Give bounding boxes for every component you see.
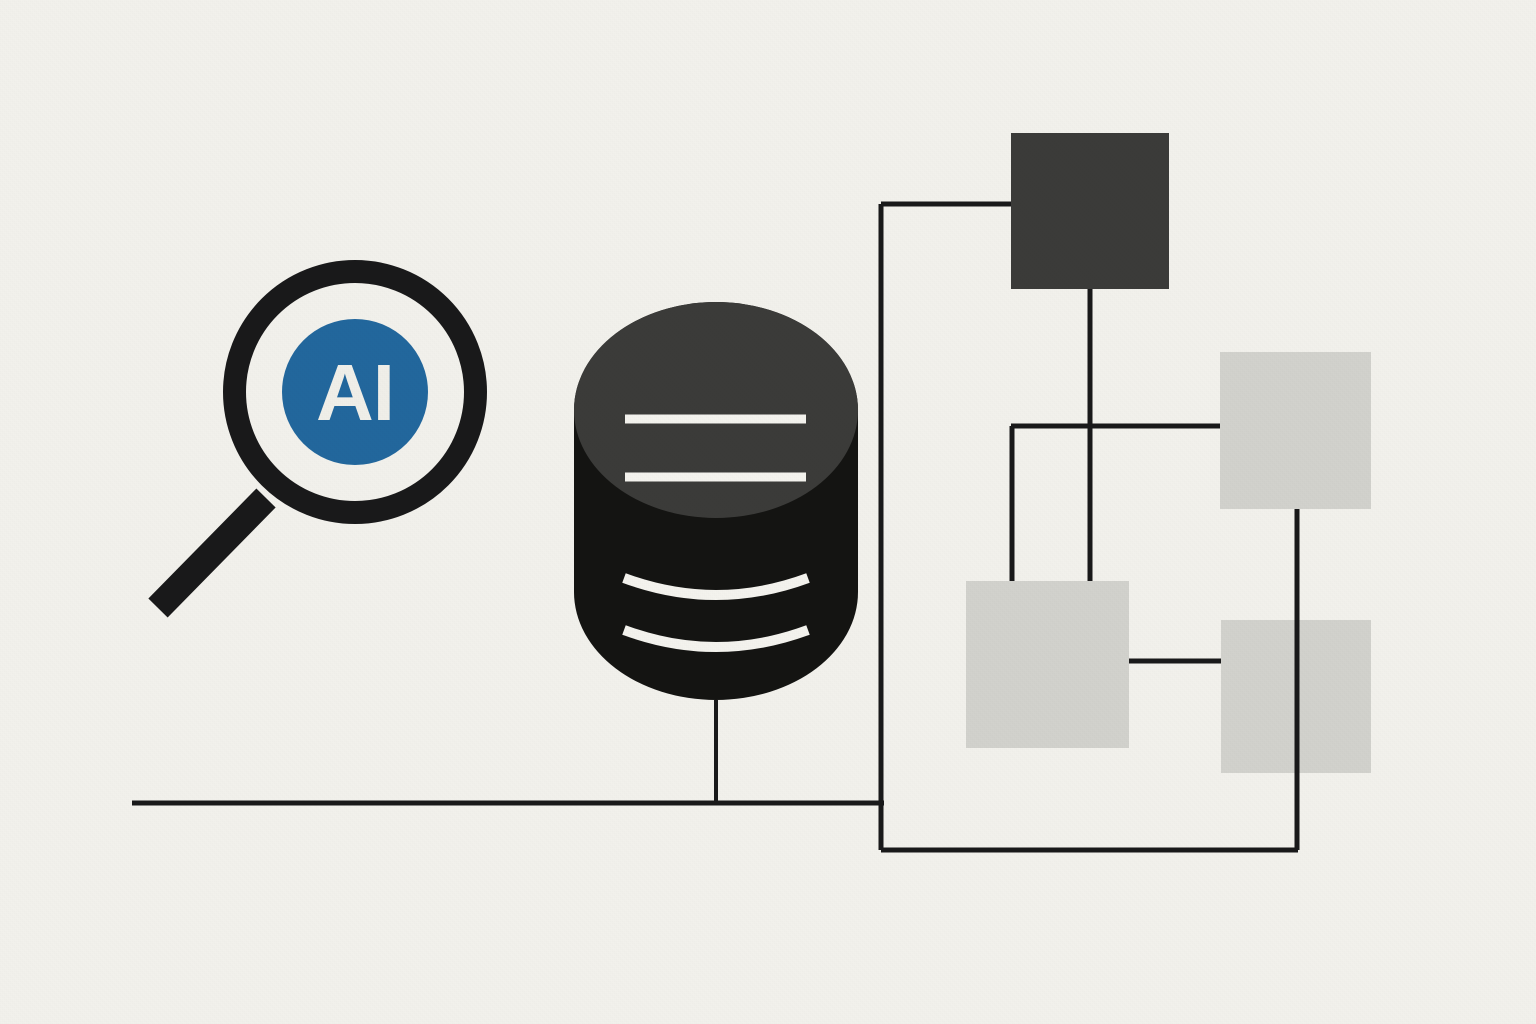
ai-badge-circle <box>282 319 428 465</box>
flowchart-connectors <box>132 201 1298 853</box>
database-cylinder-icon <box>574 302 858 803</box>
database-top-lines <box>625 414 806 482</box>
flow-node-light-right-upper <box>1220 352 1371 509</box>
magnifier-handle-icon <box>148 488 276 618</box>
magnifier-ring-icon <box>223 260 487 524</box>
database-arc-lower <box>622 625 810 652</box>
database-arc-upper <box>622 573 810 600</box>
flow-node-light-left-lower <box>966 581 1129 748</box>
flow-node-dark-primary <box>1011 133 1169 289</box>
database-body-arcs <box>622 573 810 652</box>
database-top-disc <box>574 302 858 518</box>
ai-badge-label: AI <box>316 348 394 437</box>
magnifier-ai-icon: AI <box>148 260 487 618</box>
flowchart-nodes <box>966 133 1371 773</box>
